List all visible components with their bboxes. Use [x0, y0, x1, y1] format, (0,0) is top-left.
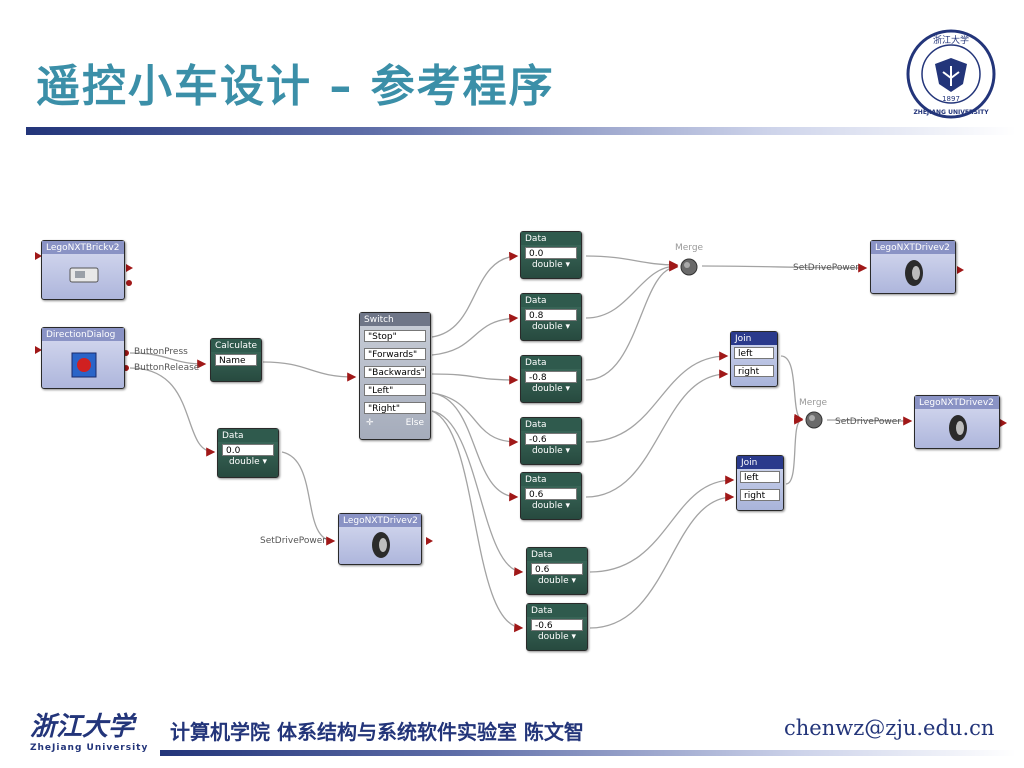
data-title: Data — [521, 418, 581, 431]
set-drive-power-label-c: SetDrivePower — [835, 417, 901, 427]
footer-email[interactable]: chenwz@zju.edu.cn — [784, 716, 995, 740]
data-title: Data — [521, 232, 581, 245]
data-value-field[interactable]: -0.6 — [525, 433, 577, 445]
university-seal-icon: 浙江大学 1897 ZHEJIANG UNIVERSITY — [906, 29, 996, 119]
join-left-input[interactable]: left — [734, 347, 774, 359]
data-block-1[interactable]: Data 0.0 double ▾ — [520, 231, 582, 279]
data-title: Data — [521, 473, 581, 486]
join-block-1[interactable]: Join left right — [730, 331, 778, 387]
data-title: Data — [527, 548, 587, 561]
footer-affiliation: 计算机学院 体系结构与系统软件实验室 陈文智 — [170, 720, 584, 744]
data-type-dropdown[interactable]: double ▾ — [531, 501, 571, 511]
data-value-field[interactable]: -0.8 — [525, 371, 577, 383]
merge-node-1[interactable] — [679, 257, 699, 277]
data-type-dropdown[interactable]: double ▾ — [531, 384, 571, 394]
data-block-3[interactable]: Data -0.8 double ▾ — [520, 355, 582, 403]
data-title: Data — [218, 429, 278, 442]
data-type-dropdown[interactable]: double ▾ — [537, 576, 577, 586]
switch-title: Switch — [360, 313, 430, 326]
footer-logo-en: ZheJiang University — [30, 743, 149, 753]
join-title: Join — [737, 456, 783, 469]
data-value-field[interactable]: 0.0 — [525, 247, 577, 259]
nxt-brick-icon — [69, 267, 99, 283]
direction-dialog-title: DirectionDialog — [42, 328, 124, 341]
lego-brick-block[interactable]: LegoNXTBrickv2 — [41, 240, 125, 300]
data-type-label: double — [228, 457, 260, 467]
wheel-icon — [372, 532, 390, 558]
data-type-dropdown[interactable]: double ▾ — [228, 457, 268, 467]
join-right-input[interactable]: right — [734, 365, 774, 377]
switch-case-stop[interactable]: "Stop" — [364, 330, 426, 342]
data-value-field[interactable]: 0.0 — [222, 444, 274, 456]
data-type-label: double — [531, 260, 563, 270]
data-type-label: double — [531, 384, 563, 394]
footer-logo: 浙江大学 ZheJiang University — [30, 706, 148, 753]
join-left-input[interactable]: left — [740, 471, 780, 483]
data-type-dropdown[interactable]: double ▾ — [531, 446, 571, 456]
drive-title: LegoNXTDrivev2 — [339, 514, 421, 527]
drive-block-2[interactable]: LegoNXTDrivev2 — [914, 395, 1000, 449]
switch-case-forwards[interactable]: "Forwards" — [364, 348, 426, 360]
data-type-label: double — [531, 322, 563, 332]
switch-block[interactable]: Switch "Stop" "Forwards" "Backwards" "Le… — [359, 312, 431, 440]
data-value-field[interactable]: 0.8 — [525, 309, 577, 321]
data-type-dropdown[interactable]: double ▾ — [531, 322, 571, 332]
set-drive-power-label-a: SetDrivePower — [260, 536, 326, 546]
slide-title: 遥控小车设计 – 参考程序 — [36, 61, 555, 112]
seal-top-text: 浙江大学 — [933, 34, 969, 46]
data-block-2[interactable]: Data 0.8 double ▾ — [520, 293, 582, 341]
data-value-field[interactable]: 0.6 — [525, 488, 577, 500]
switch-case-right[interactable]: "Right" — [364, 402, 426, 414]
data-value-field[interactable]: 0.6 — [531, 563, 583, 575]
add-case-icon[interactable]: ✛ — [366, 418, 374, 428]
data-value-field[interactable]: -0.6 — [531, 619, 583, 631]
lego-brick-title: LegoNXTBrickv2 — [42, 241, 124, 254]
seal-bottom-text: ZHEJIANG UNIVERSITY — [913, 109, 989, 116]
data-block-init[interactable]: Data 0.0 double ▾ — [217, 428, 279, 478]
data-type-dropdown[interactable]: double ▾ — [531, 260, 571, 270]
calculate-title: Calculate — [211, 339, 261, 352]
drive-block-init[interactable]: LegoNXTDrivev2 — [338, 513, 422, 565]
button-release-label: ButtonRelease — [134, 363, 200, 373]
data-type-label: double — [537, 632, 569, 642]
data-type-label: double — [531, 446, 563, 456]
join-block-2[interactable]: Join left right — [736, 455, 784, 511]
footer-logo-cn: 浙江大学 — [30, 712, 135, 742]
switch-footer: ✛ Else — [360, 418, 430, 428]
data-title: Data — [521, 356, 581, 369]
merge-label-2: Merge — [799, 398, 828, 408]
data-type-label: double — [531, 501, 563, 511]
title-divider — [26, 127, 1016, 135]
merge-label-1: Merge — [675, 243, 704, 253]
set-drive-power-label-b: SetDrivePower — [793, 263, 859, 273]
wheel-icon — [905, 260, 923, 286]
drive-title: LegoNXTDrivev2 — [871, 241, 955, 254]
data-title: Data — [527, 604, 587, 617]
data-block-6[interactable]: Data 0.6 double ▾ — [526, 547, 588, 595]
data-block-7[interactable]: Data -0.6 double ▾ — [526, 603, 588, 651]
wheel-icon — [949, 415, 967, 441]
drive-block-1[interactable]: LegoNXTDrivev2 — [870, 240, 956, 294]
data-type-label: double — [537, 576, 569, 586]
drive-title: LegoNXTDrivev2 — [915, 396, 999, 409]
direction-dialog-block[interactable]: DirectionDialog — [41, 327, 125, 389]
button-press-label: ButtonPress — [134, 347, 188, 357]
footer-divider — [160, 750, 1016, 756]
join-title: Join — [731, 332, 777, 345]
merge-node-2[interactable] — [804, 410, 824, 430]
data-type-dropdown[interactable]: double ▾ — [537, 632, 577, 642]
direction-pad-icon — [71, 352, 97, 378]
data-block-4[interactable]: Data -0.6 double ▾ — [520, 417, 582, 465]
seal-year: 1897 — [942, 95, 960, 103]
data-title: Data — [521, 294, 581, 307]
calculate-expression-field[interactable]: Name — [215, 354, 257, 366]
switch-case-left[interactable]: "Left" — [364, 384, 426, 396]
calculate-block[interactable]: Calculate Name — [210, 338, 262, 382]
data-block-5[interactable]: Data 0.6 double ▾ — [520, 472, 582, 520]
switch-else-label: Else — [405, 418, 424, 428]
join-right-input[interactable]: right — [740, 489, 780, 501]
switch-case-backwards[interactable]: "Backwards" — [364, 366, 426, 378]
